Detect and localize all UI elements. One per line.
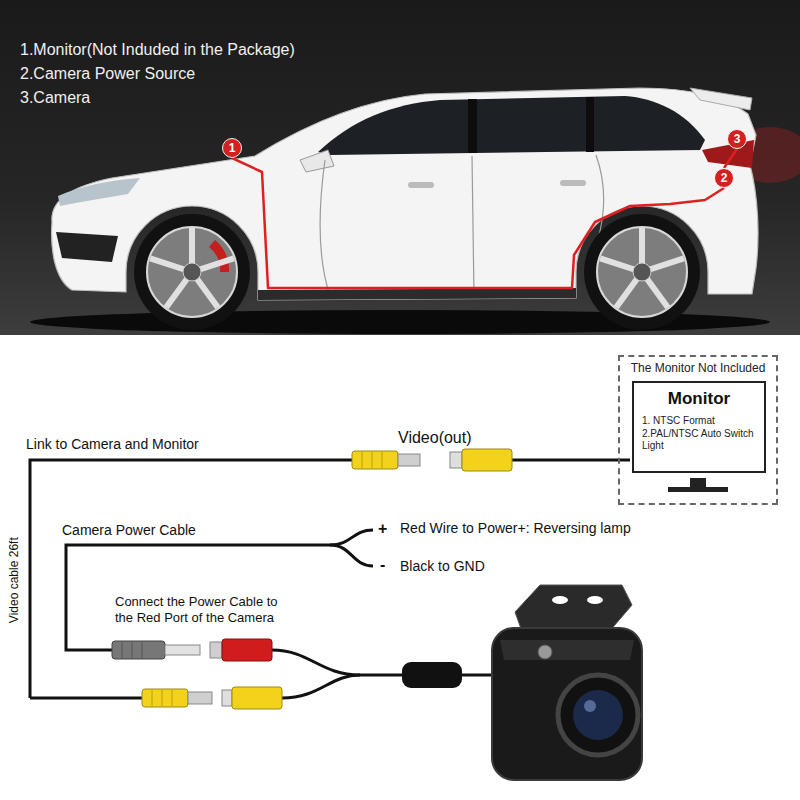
red-port: [222, 639, 272, 661]
hub: [633, 263, 651, 281]
legend-line: 1.Monitor(Not Induded in the Package): [20, 40, 295, 59]
signal-label: Video(out): [398, 428, 472, 447]
camera-lens: [573, 690, 623, 740]
monitor-base: [668, 487, 728, 492]
rca-jack-yellow: [232, 687, 282, 709]
video-wire: [512, 459, 630, 462]
rca-plug-yellow: [142, 689, 188, 707]
plug-rib: [122, 642, 123, 658]
node-title: 2: [721, 172, 728, 184]
red-routing-line: [724, 149, 737, 168]
plug-tip: [398, 454, 420, 466]
bracket-hole: [587, 596, 603, 604]
power-wire: [330, 545, 373, 566]
wire-label: Link to Camera and Monitor: [26, 436, 199, 453]
plug-rib: [142, 642, 143, 658]
headlight: [58, 178, 140, 206]
lens-highlight: [584, 700, 596, 712]
photo-background: [0, 0, 800, 335]
polarity-sign: -: [380, 555, 385, 574]
camera-lead: [272, 650, 360, 675]
callout-number: 1: [222, 138, 242, 158]
bracket-hole: [552, 596, 568, 604]
cable-filter: [402, 662, 462, 688]
node-title: Monitor: [642, 389, 756, 409]
camera-lens-ring: [558, 675, 638, 755]
dashed-box: The Monitor Not IncludedMonitor 1. NTSC F…: [618, 355, 778, 505]
camera-top: [500, 640, 634, 660]
legend-line: 3.Camera: [20, 88, 90, 107]
cable-length: Video cable 26ft: [7, 537, 21, 623]
plug-rib: [362, 452, 363, 468]
door-line: [320, 160, 330, 296]
wire-note: Black to GND: [400, 558, 485, 575]
video-wire: [30, 460, 352, 698]
b-pillar: [468, 99, 477, 153]
jack-collar: [450, 452, 462, 468]
rim: [147, 227, 237, 317]
wire-note: Red Wire to Power+: Reversing lamp: [400, 520, 631, 537]
plug-tip: [188, 692, 212, 704]
plug-rib: [132, 642, 133, 658]
legend-line: 2.Camera Power Source: [20, 64, 195, 83]
plug-rib: [382, 452, 383, 468]
rear-wheel: [584, 214, 700, 330]
node-title: 1: [229, 142, 236, 154]
plug-rib: [162, 690, 163, 706]
power-plug: [112, 641, 165, 659]
polarity-sign: +: [378, 519, 387, 538]
node-text: 1. NTSC Format: [642, 415, 756, 428]
rca-jack-yellow: [462, 449, 512, 471]
power-wire: [66, 530, 373, 650]
callout-number: 3: [727, 129, 747, 149]
monitor-neck: [690, 478, 706, 487]
video-wire: [30, 697, 142, 700]
car-windows: [318, 96, 705, 155]
side-skirt: [258, 288, 576, 300]
c-pillar: [586, 97, 594, 152]
door-line: [472, 156, 474, 296]
camera-body: [492, 628, 642, 780]
tyre: [584, 214, 700, 330]
monitor-screen: Monitor 1. NTSC Format2.PAL/NTSC Auto Swi…: [632, 381, 766, 473]
red-routing-line: [232, 158, 724, 288]
front-wheel: [134, 214, 250, 330]
callout-number: 2: [714, 168, 734, 188]
diagram-background: [0, 335, 800, 800]
camera-lead: [462, 674, 494, 677]
jack-collar: [222, 690, 232, 706]
instruction-note: Connect the Power Cable to the Red Port …: [115, 594, 295, 625]
rca-plug-yellow: [352, 451, 398, 469]
hub: [183, 263, 201, 281]
plug-rib: [152, 690, 153, 706]
mirror: [300, 150, 334, 172]
plug-tip: [165, 645, 200, 655]
node-text: 2.PAL/NTSC Auto Switch Light: [642, 428, 756, 453]
node-title: The Monitor Not Included: [620, 357, 776, 375]
door-handle: [560, 180, 586, 186]
bumper-intake: [56, 232, 118, 262]
plug-rib: [372, 452, 373, 468]
node-title: 3: [734, 133, 741, 145]
jack-collar: [210, 642, 222, 658]
rim: [597, 227, 687, 317]
plug-rib: [172, 690, 173, 706]
wire-label: Camera Power Cable: [62, 522, 196, 539]
bracket-bolt: [538, 645, 552, 659]
door-handle: [408, 182, 434, 188]
spoiler: [690, 88, 752, 110]
camera-lead: [282, 675, 402, 698]
tyre: [134, 214, 250, 330]
